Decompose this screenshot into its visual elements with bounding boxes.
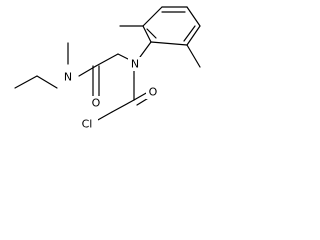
bond-carbonyl-ch2 bbox=[95, 53, 119, 67]
bond-ethyl-ch3 bbox=[14, 75, 38, 89]
bond-ring-5b bbox=[183, 25, 196, 42]
bond-ring-2 bbox=[142, 6, 163, 27]
bond-acyl-o-1 bbox=[133, 91, 149, 101]
bond-ring-6 bbox=[150, 41, 188, 46]
bond-ch2-cl bbox=[95, 111, 113, 122]
atom-o-chloroacetyl: O bbox=[149, 86, 158, 99]
atom-labels: N O N O Cl bbox=[61, 57, 160, 131]
bond-ring-4 bbox=[186, 6, 201, 27]
bond-ring-6b bbox=[146, 28, 157, 39]
bond-methyl-bottom bbox=[186, 44, 201, 68]
atom-cl: Cl bbox=[82, 118, 93, 131]
bonds bbox=[14, 6, 201, 122]
bond-ethyl-ch2-n bbox=[36, 75, 58, 89]
atom-o-amide: O bbox=[92, 97, 101, 110]
bond-ring-1 bbox=[142, 25, 152, 43]
chemical-structure: N O N O Cl bbox=[14, 6, 201, 131]
atom-n-aryl: N bbox=[131, 58, 139, 71]
bond-ring-5 bbox=[186, 25, 201, 46]
atom-n-amide: N bbox=[64, 71, 72, 84]
bond-ch2-n-aryl bbox=[117, 53, 129, 60]
bond-n-ring bbox=[139, 41, 152, 58]
bond-acyl-ch2 bbox=[111, 99, 135, 113]
